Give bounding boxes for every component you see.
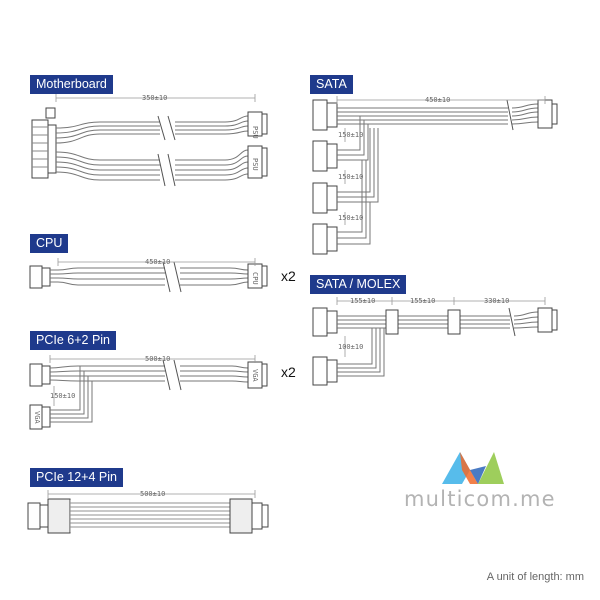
sata-connector-2: [312, 140, 328, 172]
sata-molex-segment-1: 155±10: [350, 297, 375, 305]
pcie-6-2-label: PCIe 6+2 Pin: [30, 331, 117, 350]
watermark-text: multicom.me: [404, 487, 556, 511]
sata-connector-3: [312, 182, 328, 214]
pcie-6-2-branch-length: 150±10: [50, 392, 75, 400]
sata-cable: [312, 96, 558, 255]
pcie-6-2-cable: [29, 355, 268, 430]
pcie-6-2-connector-text: VGA: [251, 369, 259, 382]
sata-molex-psu-connector: [537, 307, 553, 333]
motherboard-psu-text-top: PSU: [251, 126, 259, 139]
sata-connector-1: [312, 99, 328, 131]
motherboard-24pin-connector: [31, 119, 49, 179]
sata-spacing-3: 150±10: [338, 214, 363, 222]
unit-note: A unit of length: mm: [486, 571, 584, 583]
cpu-connector-left: [29, 265, 43, 289]
sata-molex-branch-length: 100±10: [338, 343, 363, 351]
cpu-multiplier: x2: [281, 268, 296, 284]
pcie-12-4-connector-left: [27, 502, 41, 530]
sata-connector-4: [312, 223, 328, 255]
motherboard-psu-text-bottom: PSU: [251, 158, 259, 171]
pcie-6-2-length: 500±10: [145, 355, 170, 363]
sata-psu-connector: [537, 99, 553, 129]
pcie-12-4-cable: [27, 490, 269, 534]
pcie-6-2-connector-text-2: VGA: [33, 411, 41, 424]
pcie-6-2-connector-1: [29, 363, 43, 387]
pcie-12-4-length: 500±10: [140, 490, 165, 498]
multicom-logo: [442, 452, 504, 484]
sata-molex-segment-3: 330±10: [484, 297, 509, 305]
cpu-length: 450±10: [145, 258, 170, 266]
sata-molex-cable: [312, 297, 558, 386]
cpu-label: CPU: [30, 234, 69, 253]
pcie-6-2-multiplier: x2: [281, 364, 296, 380]
motherboard-cable: [31, 94, 268, 187]
molex-connector-1: [312, 307, 328, 337]
motherboard-length: 350±10: [142, 94, 167, 102]
motherboard-label: Motherboard: [30, 75, 113, 94]
cpu-cable: [29, 258, 268, 293]
sata-molex-segment-2: 155±10: [410, 297, 435, 305]
molex-connector-2: [312, 356, 328, 386]
pcie-12-4-label: PCIe 12+4 Pin: [30, 468, 123, 487]
sata-length: 450±10: [425, 96, 450, 104]
cpu-connector-text: CPU: [251, 272, 259, 285]
sata-spacing-2: 150±10: [338, 173, 363, 181]
sata-label: SATA: [310, 75, 353, 94]
sata-molex-label: SATA / MOLEX: [310, 275, 407, 294]
pcie-12-4-connector-right: [251, 502, 263, 530]
sata-spacing-1: 150±10: [338, 131, 363, 139]
